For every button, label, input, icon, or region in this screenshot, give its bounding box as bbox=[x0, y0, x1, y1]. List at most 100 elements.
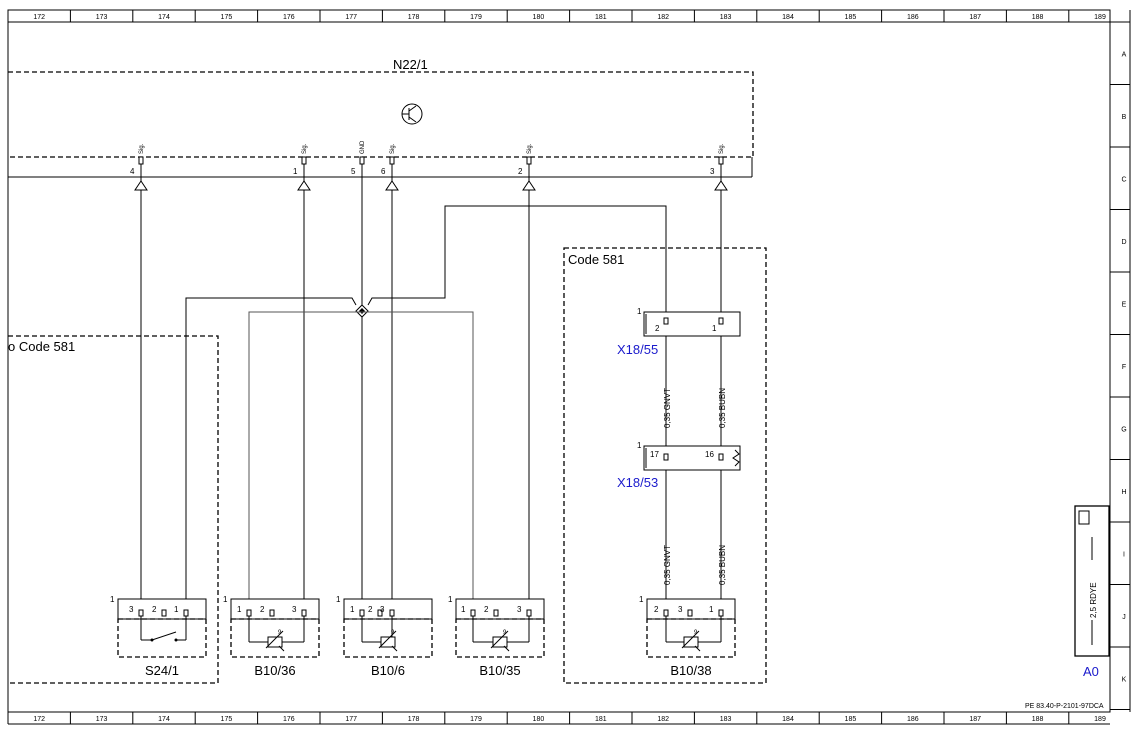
column-number: 174 bbox=[158, 14, 170, 21]
column-number: 178 bbox=[408, 716, 420, 723]
column-number: 186 bbox=[907, 14, 919, 21]
connector-x18-55: 1 2 1 X18/55 bbox=[617, 307, 741, 357]
column-number: 187 bbox=[969, 716, 981, 723]
column-number: 174 bbox=[158, 716, 170, 723]
connector-label: X18/55 bbox=[617, 342, 658, 357]
svg-text:17: 17 bbox=[650, 450, 659, 459]
svg-text:2: 2 bbox=[484, 605, 489, 614]
svg-text:1: 1 bbox=[709, 605, 714, 614]
svg-text:0,35 BUBN: 0,35 BUBN bbox=[718, 388, 727, 428]
column-number: 182 bbox=[657, 716, 669, 723]
column-number: 185 bbox=[845, 14, 857, 21]
column-number: 178 bbox=[408, 14, 420, 21]
column-number: 182 bbox=[657, 14, 669, 21]
svg-text:9: 9 bbox=[391, 630, 395, 636]
svg-text:1: 1 bbox=[448, 595, 453, 604]
row-letter: K bbox=[1122, 676, 1127, 683]
row-letter: E bbox=[1122, 301, 1127, 308]
svg-text:Sig.: Sig. bbox=[390, 143, 396, 154]
svg-text:6: 6 bbox=[381, 167, 386, 176]
module-pins: Sig. 4 Sig. 1 GND 5 Sig. 6 Sig. 2 Sig.3 bbox=[130, 140, 728, 191]
column-number: 172 bbox=[33, 14, 45, 21]
code-581-right-label: Code 581 bbox=[568, 252, 624, 267]
svg-text:1: 1 bbox=[237, 605, 242, 614]
component-label: S24/1 bbox=[145, 663, 179, 678]
row-letter: H bbox=[1121, 489, 1126, 496]
row-letter: C bbox=[1121, 176, 1126, 183]
svg-text:1: 1 bbox=[637, 307, 642, 316]
svg-text:3: 3 bbox=[380, 605, 385, 614]
svg-text:3: 3 bbox=[517, 605, 522, 614]
component-label: B10/36 bbox=[254, 663, 295, 678]
row-letter: J bbox=[1122, 614, 1126, 621]
transistor-icon bbox=[401, 103, 423, 125]
column-number: 188 bbox=[1032, 14, 1044, 21]
row-letter: A bbox=[1122, 51, 1127, 58]
code-581-left-label: o Code 581 bbox=[8, 339, 75, 354]
module-pin: Sig.3 bbox=[710, 143, 728, 191]
svg-text:3: 3 bbox=[710, 167, 715, 176]
column-number: 176 bbox=[283, 14, 295, 21]
svg-text:4: 4 bbox=[130, 167, 135, 176]
svg-text:2: 2 bbox=[518, 167, 523, 176]
row-letter: I bbox=[1123, 551, 1125, 558]
svg-text:1: 1 bbox=[293, 167, 298, 176]
svg-text:1: 1 bbox=[336, 595, 341, 604]
svg-text:1: 1 bbox=[639, 595, 644, 604]
component-label: B10/35 bbox=[479, 663, 520, 678]
svg-text:9: 9 bbox=[694, 630, 698, 636]
svg-text:1: 1 bbox=[350, 605, 355, 614]
connector-label: X18/53 bbox=[617, 475, 658, 490]
document-reference: PE 83.40-P-2101-97DCA bbox=[1025, 703, 1104, 710]
svg-text:3: 3 bbox=[129, 605, 134, 614]
column-number: 179 bbox=[470, 14, 482, 21]
column-number: 175 bbox=[221, 716, 233, 723]
row-letter: B bbox=[1122, 114, 1127, 121]
column-number: 173 bbox=[96, 14, 108, 21]
svg-text:2: 2 bbox=[368, 605, 373, 614]
svg-text:Sig.: Sig. bbox=[527, 143, 533, 154]
wire-labels: 0,35 GNVT 0,35 BUBN 0,35 GNVT 0,35 BUBN bbox=[663, 388, 727, 585]
sheet-frame bbox=[7, 9, 1111, 713]
svg-text:3: 3 bbox=[678, 605, 683, 614]
module-pin: Sig. 2 bbox=[518, 143, 536, 191]
column-number: 180 bbox=[533, 14, 545, 21]
svg-text:0,35 GNVT: 0,35 GNVT bbox=[663, 545, 672, 585]
ground-cable-label: 2,5 RDYE bbox=[1089, 582, 1098, 618]
svg-text:0,35 GNVT: 0,35 GNVT bbox=[663, 388, 672, 428]
code-581-right-box: Code 581 bbox=[563, 247, 767, 684]
column-number: 177 bbox=[345, 14, 357, 21]
module-pin: Sig. 6 bbox=[381, 143, 399, 191]
column-number: 177 bbox=[345, 716, 357, 723]
svg-text:Sig.: Sig. bbox=[302, 143, 308, 154]
svg-text:9: 9 bbox=[503, 630, 507, 636]
wiring bbox=[140, 166, 722, 612]
svg-text:GND: GND bbox=[360, 140, 366, 154]
svg-text:5: 5 bbox=[351, 167, 356, 176]
column-number: 187 bbox=[969, 14, 981, 21]
module-n22-1: N22/1 bbox=[8, 57, 754, 178]
column-number: 179 bbox=[470, 716, 482, 723]
svg-text:2: 2 bbox=[655, 324, 660, 333]
svg-text:16: 16 bbox=[705, 450, 714, 459]
module-label: N22/1 bbox=[393, 57, 428, 72]
row-ruler-right: ABCDEFGHIJKL bbox=[1110, 10, 1131, 712]
component-label: B10/38 bbox=[670, 663, 711, 678]
column-number: 180 bbox=[533, 716, 545, 723]
row-letter: F bbox=[1122, 364, 1126, 371]
column-number: 181 bbox=[595, 716, 607, 723]
svg-text:1: 1 bbox=[712, 324, 717, 333]
module-pin: GND 5 bbox=[351, 140, 366, 191]
svg-text:2: 2 bbox=[152, 605, 157, 614]
column-number: 188 bbox=[1032, 716, 1044, 723]
column-number: 176 bbox=[283, 716, 295, 723]
column-number: 184 bbox=[782, 14, 794, 21]
code-581-left-box: o Code 581 bbox=[8, 335, 219, 684]
connector-x18-53: 1 17 16 X18/53 bbox=[617, 441, 741, 490]
row-letter: D bbox=[1121, 239, 1126, 246]
svg-text:Sig.: Sig. bbox=[139, 143, 145, 154]
